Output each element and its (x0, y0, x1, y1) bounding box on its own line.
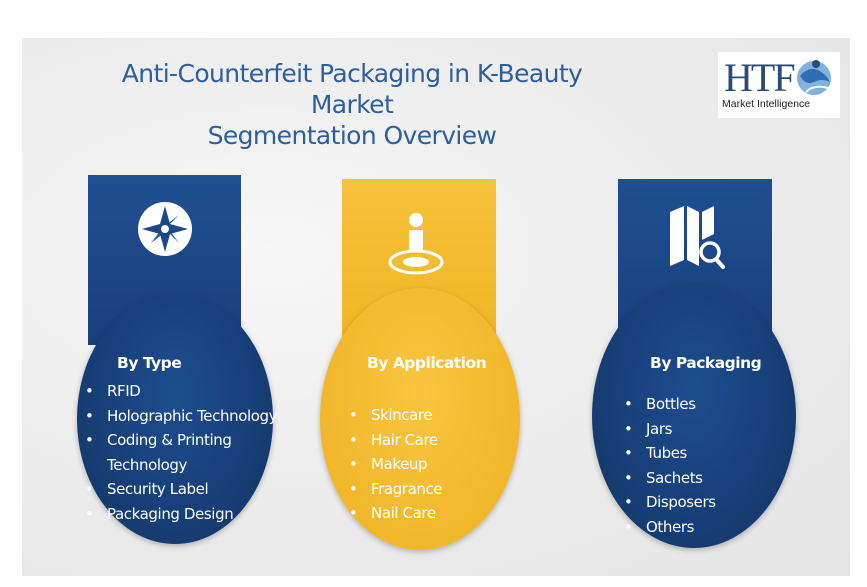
segment-heading: By Type (117, 354, 182, 372)
segment-heading: By Application (367, 354, 487, 372)
map-search-icon (670, 206, 725, 269)
list-item: Security Label (77, 477, 337, 502)
list-item: Packaging Design (77, 502, 337, 527)
list-item: Fragrance (341, 477, 521, 502)
segment-item-list: Bottles Jars Tubes Sachets Disposers Oth… (616, 392, 776, 539)
segment-item-list: Skincare Hair Care Makeup Fragrance Nail… (341, 403, 521, 526)
logo-mark: HTF (724, 55, 796, 100)
list-item: Sachets (616, 466, 776, 491)
list-item: RFID (77, 379, 337, 404)
htf-logo: HTF Market Intelligence (718, 52, 840, 118)
list-item: Tubes (616, 441, 776, 466)
list-item-continuation: Technology (77, 453, 337, 478)
list-item: Hair Care (341, 428, 521, 453)
list-item: Others (616, 515, 776, 540)
list-item: Nail Care (341, 501, 521, 526)
list-item: Disposers (616, 490, 776, 515)
compass-icon (138, 202, 192, 256)
list-item: Holographic Technology (77, 404, 337, 429)
segment-heading: By Packaging (650, 354, 762, 372)
list-item-continuation-text: Technology (107, 455, 188, 474)
list-item: Makeup (341, 452, 521, 477)
list-item: Jars (616, 417, 776, 442)
infographic-canvas: Anti-Counterfeit Packaging in K-Beauty M… (22, 38, 850, 576)
segment-item-list: RFID Holographic Technology Coding & Pri… (77, 379, 337, 526)
globe-icon (797, 60, 831, 95)
list-item: Bottles (616, 392, 776, 417)
title-line-1: Anti-Counterfeit Packaging in K-Beauty M… (121, 59, 583, 119)
location-person-icon (388, 213, 444, 275)
list-item: Skincare (341, 403, 521, 428)
infographic-title: Anti-Counterfeit Packaging in K-Beauty M… (92, 58, 612, 151)
title-line-2: Segmentation Overview (207, 121, 497, 150)
list-item: Coding & Printing (77, 428, 337, 453)
logo-subtitle: Market Intelligence (722, 98, 811, 110)
